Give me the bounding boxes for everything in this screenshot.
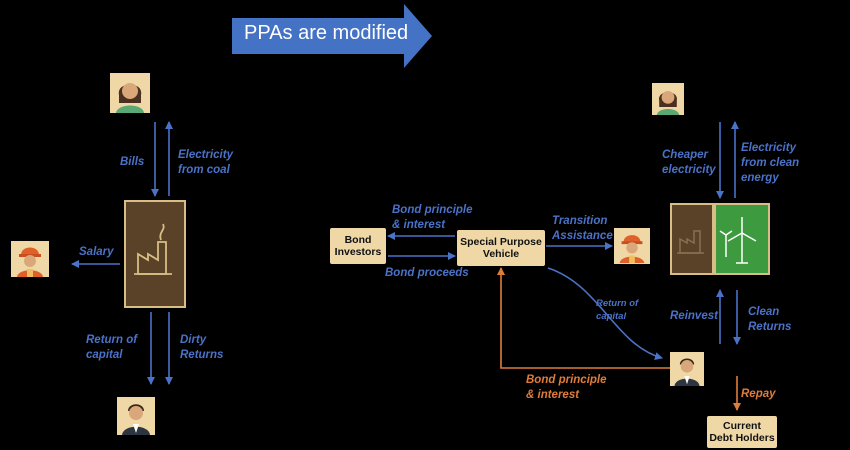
arrow-bond-principle-orange: [497, 267, 670, 369]
label-clean-returns: Clean Returns: [748, 306, 792, 333]
label-return-of-capital-curve: Return of capital: [596, 298, 639, 322]
consumer-woman-icon-right: [652, 83, 684, 115]
label-return-of-capital-left: Return of capital: [86, 334, 138, 361]
consumer-woman-icon: [110, 73, 150, 113]
bond-investors-box: Bond Investors: [330, 228, 386, 264]
label-repay: Repay: [741, 388, 776, 400]
wind-turbine-icon: [716, 205, 768, 273]
current-debt-holders-box: Current Debt Holders: [707, 416, 777, 448]
label-reinvest: Reinvest: [670, 310, 718, 322]
investor-man-icon-right: [670, 352, 704, 386]
label-transition-assistance: Transition Assistance: [552, 215, 613, 242]
special-purpose-vehicle-box: Special Purpose Vehicle: [457, 230, 545, 266]
label-bond-principle-interest: Bond principle & interest: [392, 204, 473, 231]
label-electricity-clean-energy: Electricity from clean energy: [741, 142, 800, 184]
coal-half-icon: [672, 205, 712, 273]
investor-man-icon-left: [117, 397, 155, 435]
label-cheaper-electricity: Cheaper electricity: [662, 149, 716, 176]
worker-icon-left: [11, 241, 49, 277]
worker-icon-right: [614, 228, 650, 264]
label-dirty-returns: Dirty Returns: [180, 334, 224, 361]
label-bond-principle-interest-orange: Bond principle & interest: [526, 374, 607, 401]
label-salary: Salary: [79, 246, 114, 258]
banner-title: PPAs are modified: [244, 22, 409, 44]
clean-plant-icon: [670, 203, 770, 275]
label-bills: Bills: [120, 156, 145, 168]
banner-arrow-shape: [232, 4, 432, 68]
arrow-return-capital-curve: [547, 267, 663, 360]
label-electricity-coal: Electricity from coal: [178, 149, 233, 176]
coal-plant-icon: [124, 200, 186, 308]
label-bond-proceeds: Bond proceeds: [385, 267, 469, 279]
